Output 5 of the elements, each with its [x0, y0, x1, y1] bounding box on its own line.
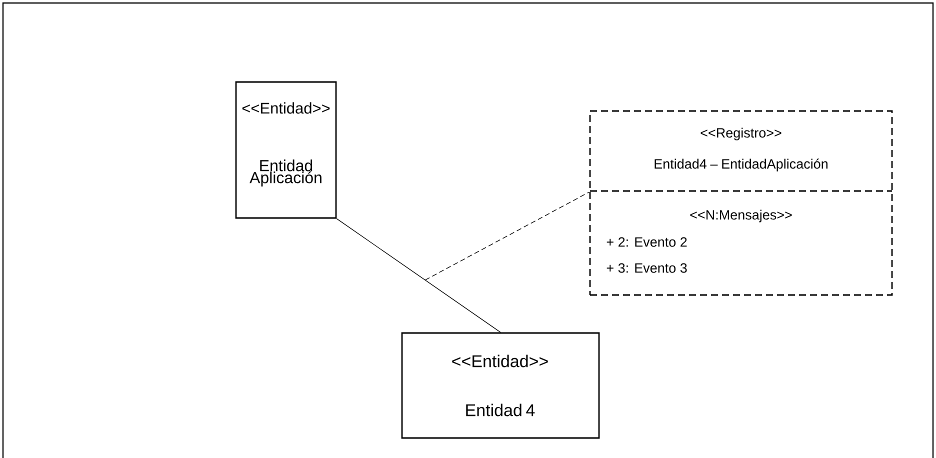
class-box: <<Registro>> Entidad4 – EntidadAplicación <<N:Mensajes>> + 2: Evento 2 + 3: Evento 3 — [589, 110, 893, 296]
association-class-link — [424, 192, 590, 280]
entity-box: <<Entidad>> Entidad Aplicación — [235, 81, 337, 219]
association-line — [336, 218, 501, 333]
entity-box: <<Entidad>> Entidad 4 — [401, 332, 600, 439]
